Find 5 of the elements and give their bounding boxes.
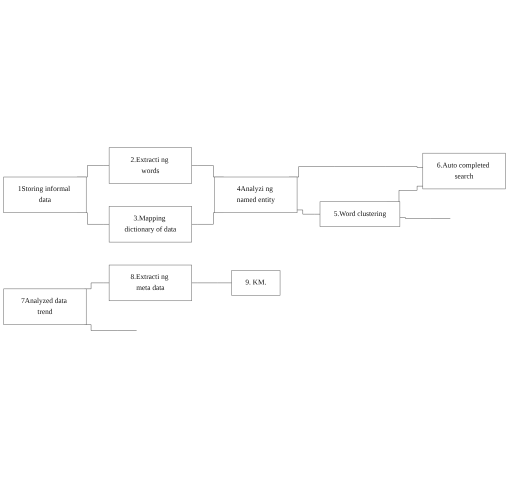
connector bbox=[84, 324, 137, 331]
connector bbox=[296, 210, 320, 214]
connector bbox=[191, 282, 232, 284]
connector bbox=[400, 217, 451, 219]
connector bbox=[84, 282, 110, 290]
